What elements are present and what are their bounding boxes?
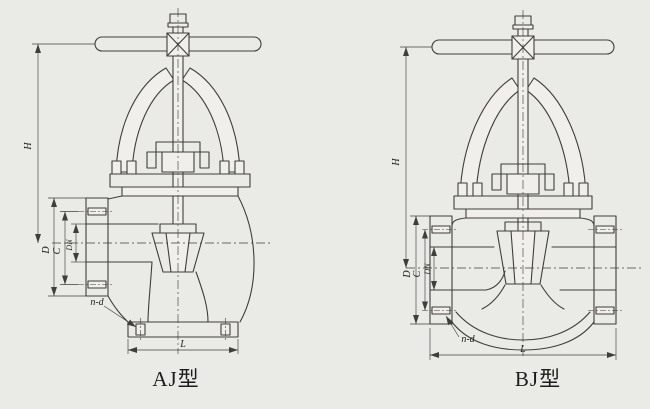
- dim-label-dn: DN: [65, 239, 74, 252]
- dimension-lines: H D C DN n-d L: [23, 43, 239, 354]
- figure-aj-angle-valve: H D C DN n-d L AJ型: [23, 8, 270, 391]
- dim-label-l: L: [179, 339, 186, 350]
- bonnet: [109, 160, 251, 197]
- dim-label-d: D: [41, 246, 52, 255]
- dim-label-c: C: [52, 247, 63, 254]
- disc-and-seat: [496, 221, 550, 285]
- dim-label-l: L: [519, 344, 526, 355]
- yoke: [115, 67, 241, 173]
- dim-label-c: C: [412, 270, 423, 277]
- dimension-lines: H D C DN n-d L: [391, 46, 617, 360]
- dim-label-dn: DN: [423, 263, 432, 276]
- outlet-flange: [127, 318, 239, 341]
- valve-body: [85, 195, 255, 323]
- figure-bj-globe-valve: H D C DN n-d L BJ型: [391, 10, 644, 391]
- dim-label-nd: n-d: [90, 297, 104, 308]
- centerlines: [52, 8, 270, 354]
- outlet-flange: [588, 215, 624, 325]
- dim-label-d: D: [402, 270, 413, 279]
- dim-label-h: H: [391, 158, 402, 167]
- dim-label-h: H: [23, 142, 34, 151]
- inlet-flange: [422, 215, 458, 325]
- dim-label-nd: n-d: [461, 334, 475, 345]
- centerlines: [406, 10, 644, 356]
- figure-caption-aj: AJ型: [152, 367, 199, 391]
- inlet-flange: [78, 197, 114, 297]
- figure-caption-bj: BJ型: [515, 367, 561, 391]
